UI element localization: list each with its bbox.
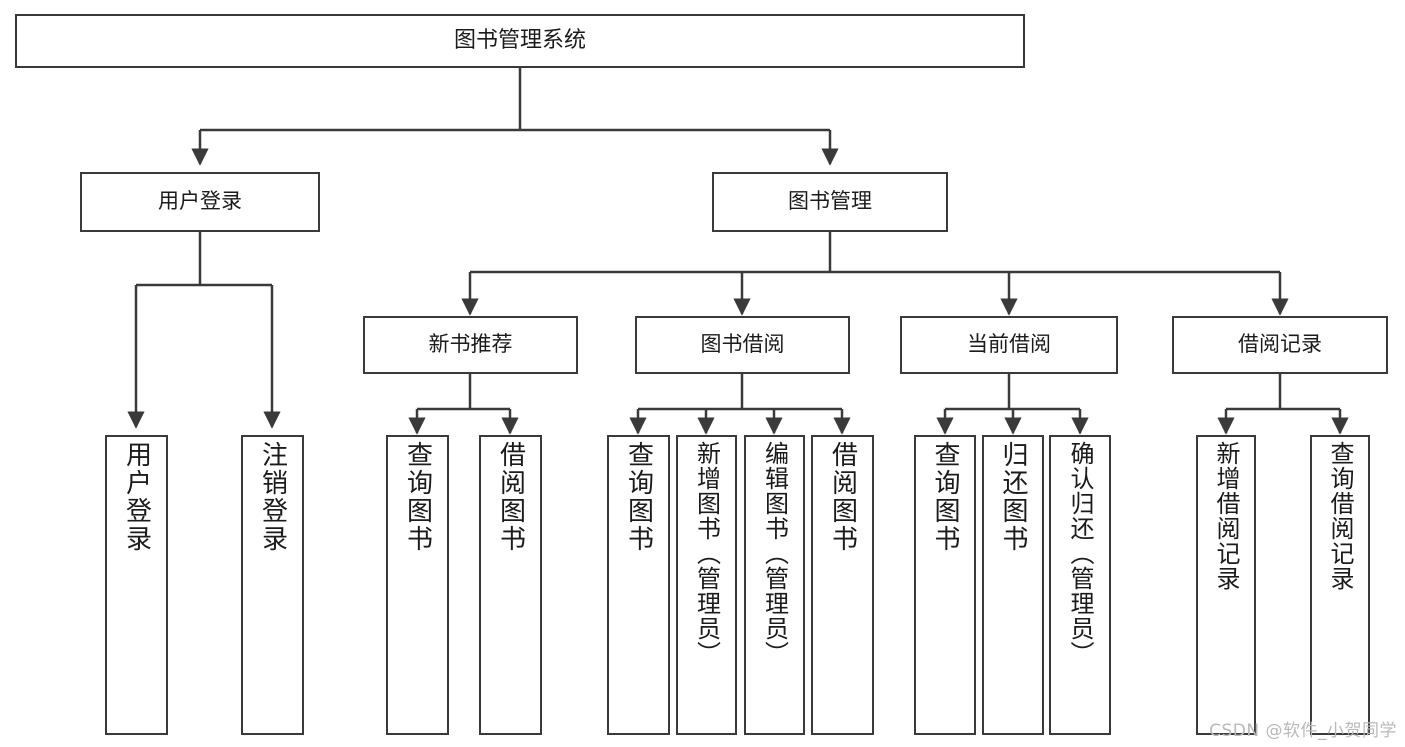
node-label: 借阅记录 [1238,332,1322,357]
node-label: 新增图书（管理员） [692,441,721,666]
node-root-system[interactable]: 图书管理系统 [15,14,1025,68]
node-label: 查询图书 [402,441,433,553]
leaf-user-login[interactable]: 用户登录 [105,435,168,735]
node-label: 查询借阅记录 [1326,441,1354,591]
leaf-query-book-1[interactable]: 查询图书 [386,435,449,735]
leaf-borrow-book-2[interactable]: 借阅图书 [811,435,874,735]
node-label: 查询图书 [930,441,960,553]
node-label: 当前借阅 [967,332,1051,357]
node-label: 编辑图书（管理员） [760,441,789,666]
leaf-logout-login[interactable]: 注销登录 [241,435,304,735]
leaf-query-book-2[interactable]: 查询图书 [607,435,670,735]
node-label: 注销登录 [257,441,288,553]
leaf-add-book-admin[interactable]: 新增图书（管理员） [676,435,737,735]
node-book-manage[interactable]: 图书管理 [712,172,948,232]
leaf-add-borrow-record[interactable]: 新增借阅记录 [1196,435,1256,735]
node-user-login[interactable]: 用户登录 [80,172,320,232]
node-label: 图书管理 [788,189,872,214]
node-current-borrow[interactable]: 当前借阅 [900,316,1118,374]
watermark-text: CSDN @软件_小贺同学 [1209,721,1397,741]
node-label: 确认归还（管理员） [1066,441,1094,666]
node-new-book-recommend[interactable]: 新书推荐 [363,316,578,374]
leaf-return-book[interactable]: 归还图书 [982,435,1044,735]
node-label: 借阅图书 [495,441,526,553]
node-label: 借阅图书 [827,441,858,553]
leaf-borrow-book-1[interactable]: 借阅图书 [479,435,542,735]
node-label: 图书借阅 [700,332,785,357]
leaf-confirm-return-admin[interactable]: 确认归还（管理员） [1049,435,1111,735]
node-book-borrow[interactable]: 图书借阅 [635,316,850,374]
leaf-edit-book-admin[interactable]: 编辑图书（管理员） [744,435,805,735]
leaf-query-book-3[interactable]: 查询图书 [914,435,976,735]
node-label: 用户登录 [158,189,242,214]
node-label: 图书管理系统 [453,27,586,53]
node-borrow-record[interactable]: 借阅记录 [1172,316,1388,374]
node-label: 归还图书 [998,441,1028,553]
node-label: 查询图书 [623,441,654,553]
node-label: 新增借阅记录 [1212,441,1240,591]
leaf-query-borrow-record[interactable]: 查询借阅记录 [1310,435,1370,735]
node-label: 新书推荐 [428,332,513,357]
node-label: 用户登录 [121,441,152,553]
